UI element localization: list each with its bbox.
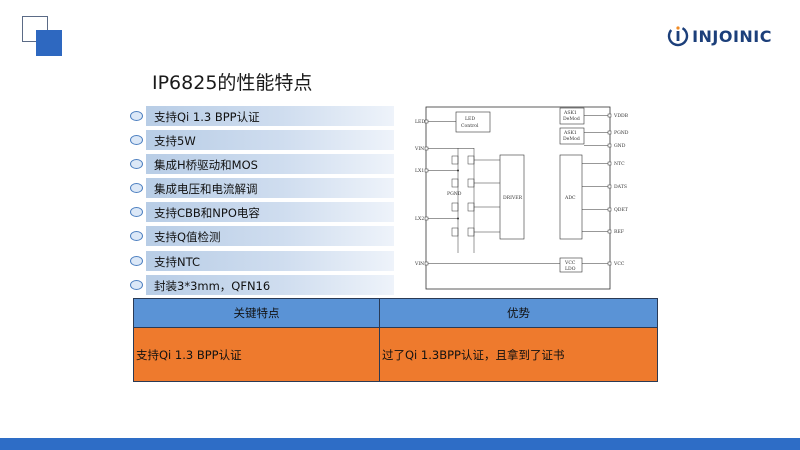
block-label: LED xyxy=(465,116,475,122)
pin-label: PGND xyxy=(614,130,629,136)
right-pin: DATS xyxy=(607,184,627,190)
feature-label: 支持CBB和NPO电容 xyxy=(154,206,260,221)
feature-item: 封装3*3mm，QFN16 xyxy=(128,274,394,295)
pin-label: LX1 xyxy=(415,168,424,174)
feature-advantage-table: 关键特点 优势 支持Qi 1.3 BPP认证 过了Qi 1.3BPP认证，且拿到… xyxy=(133,298,658,382)
ip6825-block-diagram: LED VIN LX1 LX2 VIN VDDB PGND GND NTC DA… xyxy=(414,106,629,290)
feature-bar xyxy=(146,130,394,151)
block-label: DRIVER xyxy=(503,195,523,201)
feature-label: 支持5W xyxy=(154,134,196,149)
pin-label: VCC xyxy=(613,261,625,267)
bullet-icon xyxy=(130,183,143,194)
logo-text: INJOINIC xyxy=(692,26,772,46)
right-pin: NTC xyxy=(607,161,625,167)
adc-block: ADC xyxy=(559,154,583,240)
right-pin: PGND xyxy=(607,130,629,136)
block-label: ASK1 xyxy=(563,130,577,136)
block-label: ADC xyxy=(564,195,576,201)
ask-demod-block: ASK1 DeMod xyxy=(559,107,585,125)
h-bridge-switches xyxy=(428,148,500,253)
right-pin: VCC xyxy=(607,261,625,267)
feature-item: 集成电压和电流解调 xyxy=(128,178,394,199)
bullet-icon xyxy=(130,207,143,218)
pgnd-label: PGND xyxy=(447,191,462,197)
feature-label: 支持Qi 1.3 BPP认证 xyxy=(154,110,260,124)
bottom-accent-bar xyxy=(0,438,800,450)
bullet-icon xyxy=(130,255,143,266)
table-row: 支持Qi 1.3 BPP认证 过了Qi 1.3BPP认证，且拿到了证书 xyxy=(133,327,658,382)
pin-label: DATS xyxy=(614,184,627,190)
block-label: LDO xyxy=(565,266,576,272)
feature-item: 支持CBB和NPO电容 xyxy=(128,202,394,223)
ldo-block: VCC LDO xyxy=(559,257,583,273)
feature-label: 集成H桥驱动和MOS xyxy=(154,158,258,173)
pin-label: LED xyxy=(415,119,425,125)
feature-bar xyxy=(146,202,394,223)
table-header-row: 关键特点 优势 xyxy=(133,298,658,328)
table-header-key-feature: 关键特点 xyxy=(133,298,380,328)
feature-bar xyxy=(146,154,394,175)
feature-bar xyxy=(146,226,394,247)
pin-label: GND xyxy=(614,143,626,149)
feature-item: 支持NTC xyxy=(128,250,394,271)
bullet-icon xyxy=(130,135,143,146)
pin-label: QDET xyxy=(614,207,629,213)
bullet-icon xyxy=(130,111,143,121)
ask-demod-block: ASK1 DeMod xyxy=(559,127,585,145)
feature-label: 支持NTC xyxy=(154,254,200,269)
feature-label: 支持Q值检测 xyxy=(154,230,221,245)
block-label: ASK1 xyxy=(563,110,577,116)
block-label: DeMod xyxy=(563,116,580,122)
injoinic-logo-icon xyxy=(667,25,689,47)
feature-list: 支持Qi 1.3 BPP认证 支持5W 集成H桥驱动和MOS 集成电压和电流解调… xyxy=(128,106,394,299)
feature-bar xyxy=(146,274,394,295)
bullet-icon xyxy=(130,159,143,170)
page-title: IP6825的性能特点 xyxy=(152,72,313,94)
block-label: DeMod xyxy=(563,136,580,142)
feature-bar xyxy=(146,178,394,199)
bullet-icon xyxy=(130,231,143,242)
injoinic-logo: INJOINIC xyxy=(667,24,772,48)
table-cell: 过了Qi 1.3BPP认证，且拿到了证书 xyxy=(379,327,658,382)
pin-label: NTC xyxy=(614,161,625,167)
feature-bar xyxy=(146,106,394,126)
pin-label: LX2 xyxy=(415,216,424,222)
right-pin: VDDB xyxy=(607,113,629,119)
feature-item: 支持5W xyxy=(128,130,394,151)
right-pin: QDET xyxy=(607,207,629,213)
driver-block: DRIVER xyxy=(499,154,525,240)
feature-label: 集成电压和电流解调 xyxy=(154,182,258,197)
table-cell: 支持Qi 1.3 BPP认证 xyxy=(133,327,380,382)
feature-item: 集成H桥驱动和MOS xyxy=(128,154,394,175)
table-header-advantage: 优势 xyxy=(379,298,658,328)
pin-label: REF xyxy=(614,229,624,235)
right-pin: GND xyxy=(607,143,626,149)
block-label: VCC xyxy=(564,260,576,266)
pin-label: VDDB xyxy=(613,113,629,119)
feature-item: 支持Q值检测 xyxy=(128,226,394,247)
corner-decoration-square xyxy=(36,30,62,56)
right-pin: REF xyxy=(607,229,624,235)
feature-bar xyxy=(146,250,394,271)
feature-item: 支持Qi 1.3 BPP认证 xyxy=(128,106,394,126)
bullet-icon xyxy=(130,279,143,290)
block-label: Control xyxy=(461,123,479,129)
pin-label: VIN xyxy=(414,261,424,267)
corner-decoration-outline xyxy=(22,16,48,42)
feature-label: 封装3*3mm，QFN16 xyxy=(154,278,271,293)
pin-label: VIN xyxy=(414,146,424,152)
led-control-block: LED Control xyxy=(455,111,491,133)
